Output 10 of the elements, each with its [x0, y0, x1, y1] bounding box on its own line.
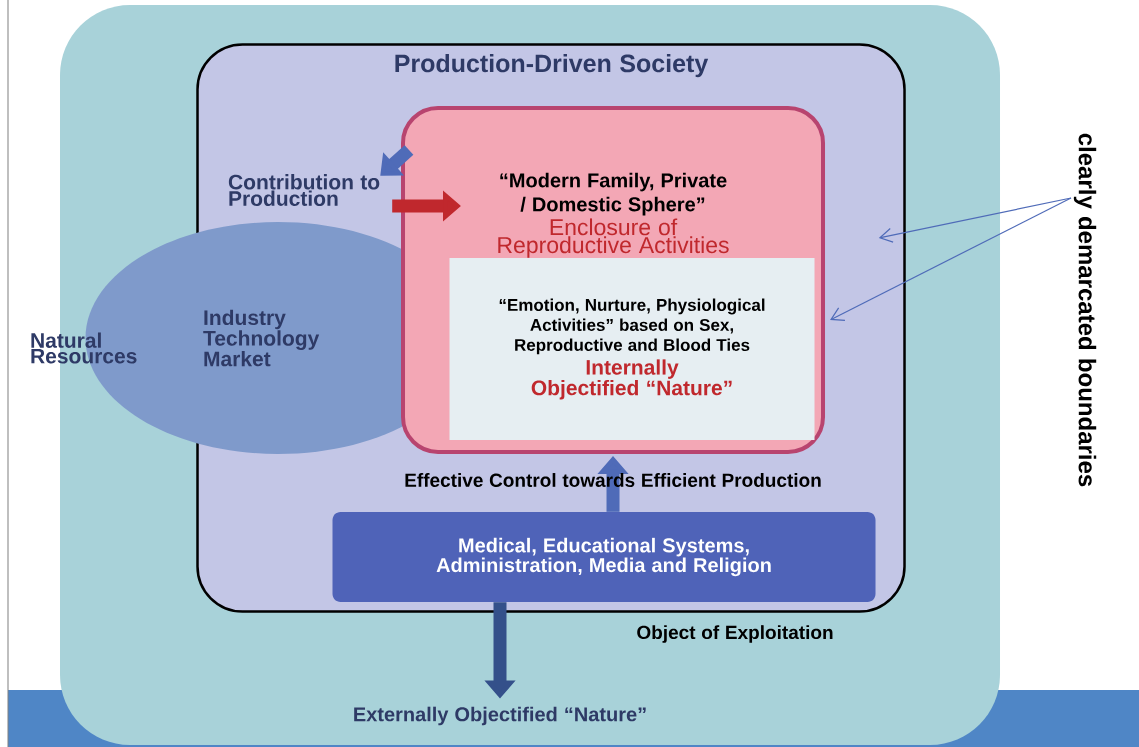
boundary-text: clearly demarcated boundaries — [1073, 133, 1097, 487]
nature-text: Externally Objectified “Nature” — [354, 706, 646, 726]
leader-arrow — [878, 197, 1072, 243]
block-arrow — [380, 145, 414, 176]
leader-arrow — [830, 197, 1072, 321]
institution-box: Medical, Educational Systems, Administration, Media and Religion — [332, 512, 876, 602]
text-label: Object of Exploitation — [637, 625, 833, 643]
nature-box: “Emotion, Nurture, Physiological Activities” based on Sex, Reproductive and Blood Ties Internally Objectified “Nature” — [449, 258, 815, 440]
edge-label: Effective Control towards Efficient Production — [405, 473, 821, 487]
contribution-text: Contribution to Production — [228, 174, 380, 206]
